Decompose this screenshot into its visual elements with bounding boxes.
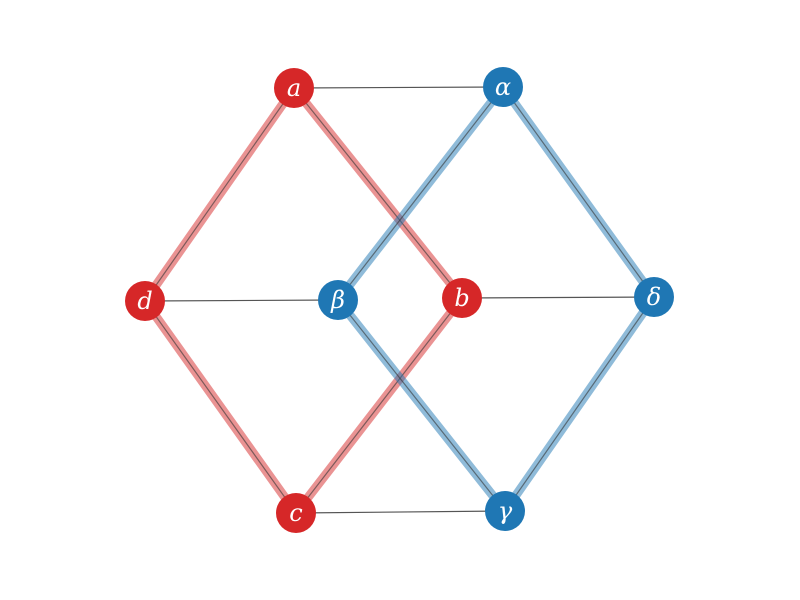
node-gamma: γ	[485, 491, 525, 531]
edge-gamma-delta	[500, 292, 659, 516]
edge-alpha-beta	[333, 82, 508, 305]
node-alpha: α	[483, 67, 523, 107]
node-delta: δ	[634, 277, 674, 317]
node-b: b	[442, 278, 482, 318]
edge-b-c	[291, 293, 467, 518]
node-label-alpha: α	[495, 73, 511, 101]
node-c: c	[276, 493, 316, 533]
edge-d-a	[140, 83, 299, 306]
edge-a-b	[289, 83, 467, 303]
node-label-b: b	[454, 284, 469, 312]
edge-c-gamma	[295, 510, 506, 514]
node-label-c: c	[289, 499, 302, 527]
thick-edges-layer	[140, 82, 659, 518]
node-label-a: a	[287, 74, 301, 102]
edge-d-beta	[144, 299, 339, 302]
edge-a-alpha	[293, 86, 504, 89]
node-a: a	[274, 68, 314, 108]
node-label-beta: β	[330, 286, 345, 314]
edge-delta-alpha	[498, 82, 659, 302]
edge-b-delta	[461, 296, 655, 299]
node-label-gamma: γ	[498, 497, 513, 525]
thin-edges-layer	[144, 86, 655, 514]
edge-c-d	[140, 296, 301, 518]
node-d: d	[125, 281, 165, 321]
node-beta: β	[318, 280, 358, 320]
node-label-delta: δ	[647, 283, 661, 311]
nodes-layer: a b c d α β γ δ	[125, 67, 674, 533]
edge-beta-gamma	[333, 295, 510, 516]
node-label-d: d	[137, 287, 152, 315]
